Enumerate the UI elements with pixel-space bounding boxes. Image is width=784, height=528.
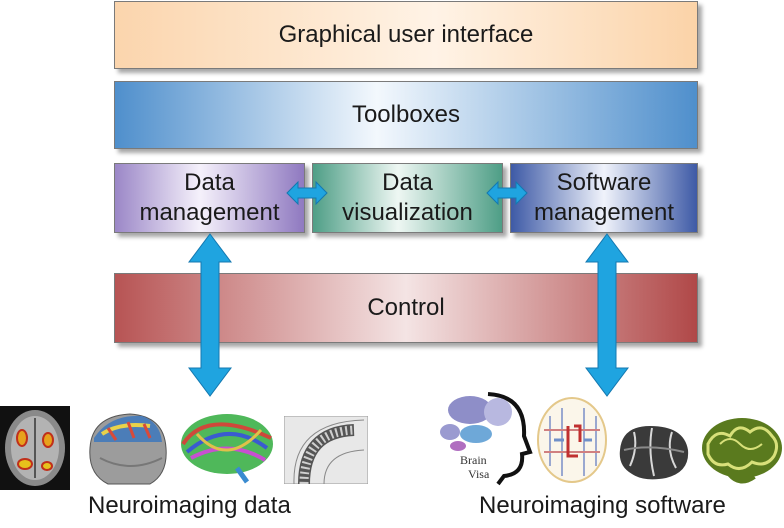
dark-brain-icon <box>619 426 689 480</box>
neuroimaging-software-caption: Neuroimaging software <box>479 492 726 519</box>
brainvisa-logo-text-2: Visa <box>468 467 490 481</box>
data-management-label-2: management <box>139 199 280 226</box>
gui-layer: Graphical user interface <box>114 1 698 69</box>
data-management-label-1: Data <box>184 169 235 196</box>
data-visualization-label-2: visualization <box>342 199 473 226</box>
data-management-box: Data management <box>114 163 305 233</box>
gui-label: Graphical user interface <box>278 21 534 48</box>
double-arrow-icon <box>486 180 528 206</box>
vertical-double-arrow-icon <box>585 233 629 397</box>
vertical-double-arrow-icon <box>188 233 232 397</box>
neuroimaging-data-caption: Neuroimaging data <box>88 492 291 519</box>
mesh-grid-icon <box>284 416 368 484</box>
toolboxes-layer: Toolboxes <box>114 81 698 149</box>
software-management-label-2: management <box>533 199 675 226</box>
double-arrow-icon <box>286 180 328 206</box>
software-management-box: Software management <box>510 163 698 233</box>
circuit-brain-icon <box>537 397 607 483</box>
green-folded-brain-icon <box>702 418 782 484</box>
toolboxes-label: Toolboxes <box>351 101 461 128</box>
brain-mri-slice-icon <box>0 406 70 490</box>
data-visualization-label-1: Data <box>382 169 433 196</box>
head-surface-render-icon <box>89 413 167 485</box>
brainvisa-logo-text-1: Brain <box>460 453 487 467</box>
control-label: Control <box>367 294 445 321</box>
data-visualization-box: Data visualization <box>312 163 503 233</box>
brainvisa-logo-icon: Brain Visa <box>440 392 533 486</box>
tractography-icon <box>181 414 273 484</box>
software-management-label-1: Software <box>556 169 652 196</box>
